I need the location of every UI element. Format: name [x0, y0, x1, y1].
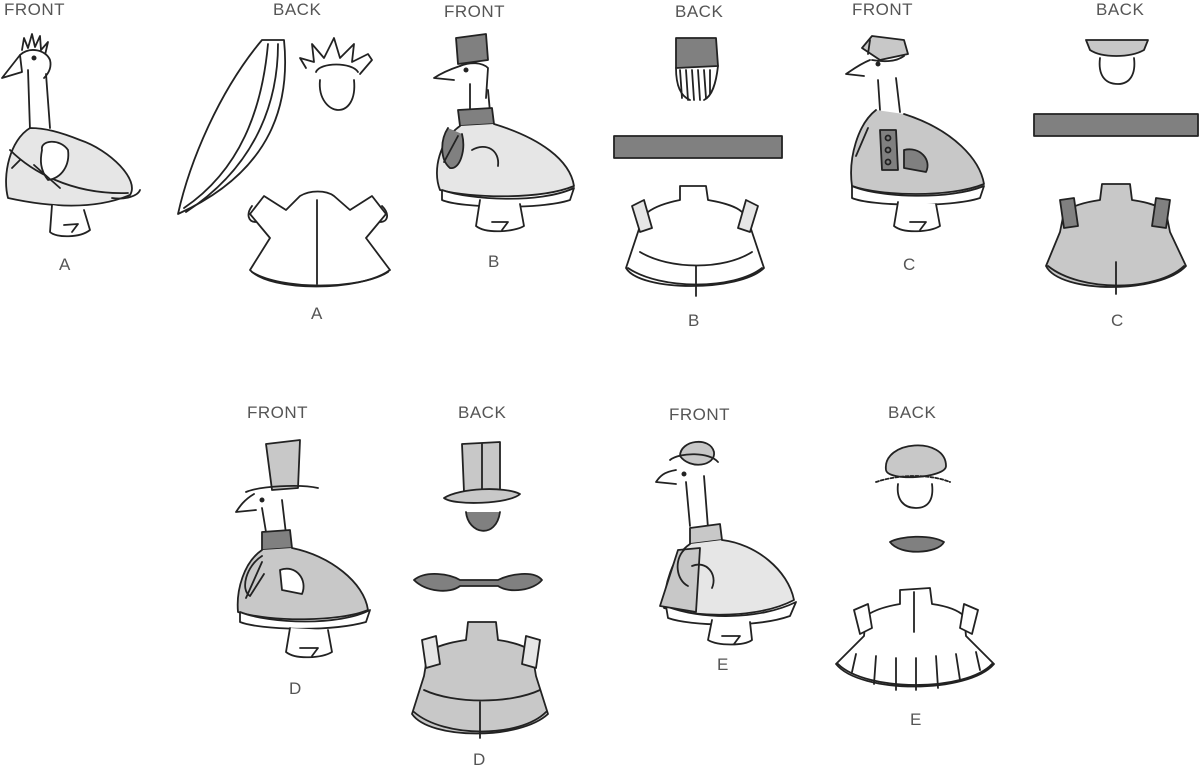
hat-b-back [675, 37, 719, 101]
goose-b-front [433, 33, 575, 233]
view-label-c-front: C [903, 255, 916, 274]
view-label-b-front: B [488, 252, 500, 271]
view-label-d-front: D [289, 679, 302, 698]
goose-c-front [845, 35, 985, 233]
view-label-e-front: E [717, 655, 729, 674]
header-b-back: BACK [675, 2, 724, 21]
bowtie-d-back [413, 573, 543, 592]
goose-d-front [235, 439, 371, 659]
view-label-d-back: D [473, 750, 486, 769]
bonnet-e-back [875, 444, 951, 509]
goose-e-front [655, 441, 797, 646]
header-e-back: BACK [888, 403, 937, 422]
view-label-c-back: C [1111, 311, 1124, 330]
header-d-back: BACK [458, 403, 507, 422]
hat-d-back [443, 441, 521, 532]
view-label-b-back: B [688, 311, 700, 330]
header-d-front: FRONT [247, 403, 309, 422]
dress-b-back [625, 185, 765, 297]
cape-a-back [177, 39, 287, 215]
header-c-front: FRONT [852, 0, 914, 19]
header-a-back: BACK [273, 0, 322, 19]
header-a-front: FRONT [4, 0, 66, 19]
sash-c-back [1033, 113, 1199, 137]
view-label-a-back: A [311, 304, 323, 323]
dress-e-back [835, 587, 995, 691]
view-label-a-front: A [59, 255, 71, 274]
dress-a-back [247, 190, 391, 288]
header-c-back: BACK [1096, 0, 1145, 19]
dress-c-back [1045, 183, 1187, 295]
crown-a-back [299, 37, 373, 111]
scarf-b-back [613, 135, 783, 159]
collar-e-back [889, 535, 945, 553]
view-label-e-back: E [910, 710, 922, 729]
header-b-front: FRONT [444, 2, 506, 21]
dress-d-back [411, 621, 549, 739]
goose-a-front [1, 33, 141, 238]
header-e-front: FRONT [669, 405, 731, 424]
hat-c-back [1085, 39, 1149, 85]
